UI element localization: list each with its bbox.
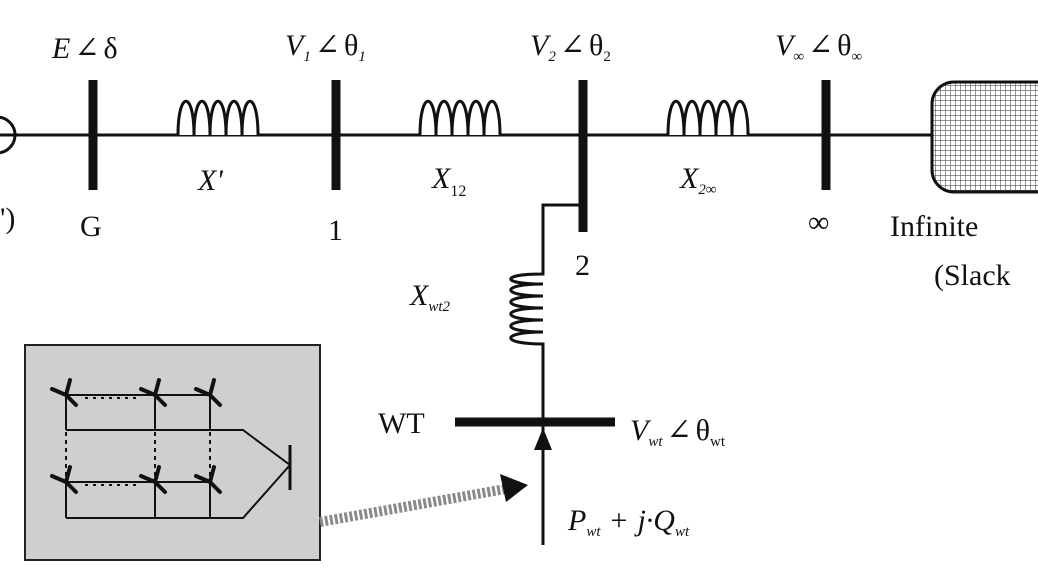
branch-wire-upper <box>541 203 583 268</box>
bus-2-name: 2 <box>575 249 590 282</box>
connection-arrow <box>319 484 506 527</box>
reactance-x12 <box>410 100 506 137</box>
injection-label: Pwt+j·Qwt <box>567 504 690 540</box>
bus-1-name: 1 <box>328 214 343 247</box>
infinite-bus-block <box>930 80 1038 194</box>
reactance-x12-label: X12 <box>431 162 466 200</box>
bus-inf-voltage-label: V∞∠θ∞ <box>775 29 862 65</box>
infinite-bus-line1: Infinite <box>890 210 978 243</box>
wind-turbine-icon <box>139 378 167 407</box>
reactance-x2inf <box>660 100 754 137</box>
bus-wt-name: WT <box>378 407 425 440</box>
reactance-xwt2 <box>509 268 545 350</box>
injection-arrow-icon <box>534 428 552 450</box>
bus-2-voltage-label: V2∠θ2 <box>530 29 611 65</box>
reactance-xprime-label: X' <box>197 164 223 197</box>
wind-farm-panel <box>24 344 321 561</box>
reactance-xprime <box>170 100 264 137</box>
connection-arrowhead-icon <box>500 474 528 502</box>
wind-turbine-icon <box>194 465 222 494</box>
infinite-bus-line2: (Slack <box>934 259 1011 292</box>
bus-g-name: G <box>80 210 102 243</box>
reactance-x2inf-label: X2∞ <box>679 162 717 198</box>
wind-farm-network <box>65 394 292 519</box>
reactance-xwt2-label: Xwt2 <box>409 279 451 315</box>
bus-wt-voltage-label: Vwt∠θwt <box>630 414 726 450</box>
bus-inf-name: ∞ <box>808 206 829 239</box>
wind-turbine-icon <box>50 378 78 407</box>
wind-turbine-icon <box>139 465 167 494</box>
generator-symbol <box>0 115 17 155</box>
bus-1-voltage-label: V1∠θ1 <box>285 29 366 65</box>
wind-turbine-icons <box>50 378 222 494</box>
wind-turbine-icon <box>50 465 78 494</box>
wind-turbine-icon <box>194 378 222 407</box>
generator-label: ') <box>0 202 15 235</box>
bus-g-voltage-label: E∠δ <box>51 32 118 65</box>
